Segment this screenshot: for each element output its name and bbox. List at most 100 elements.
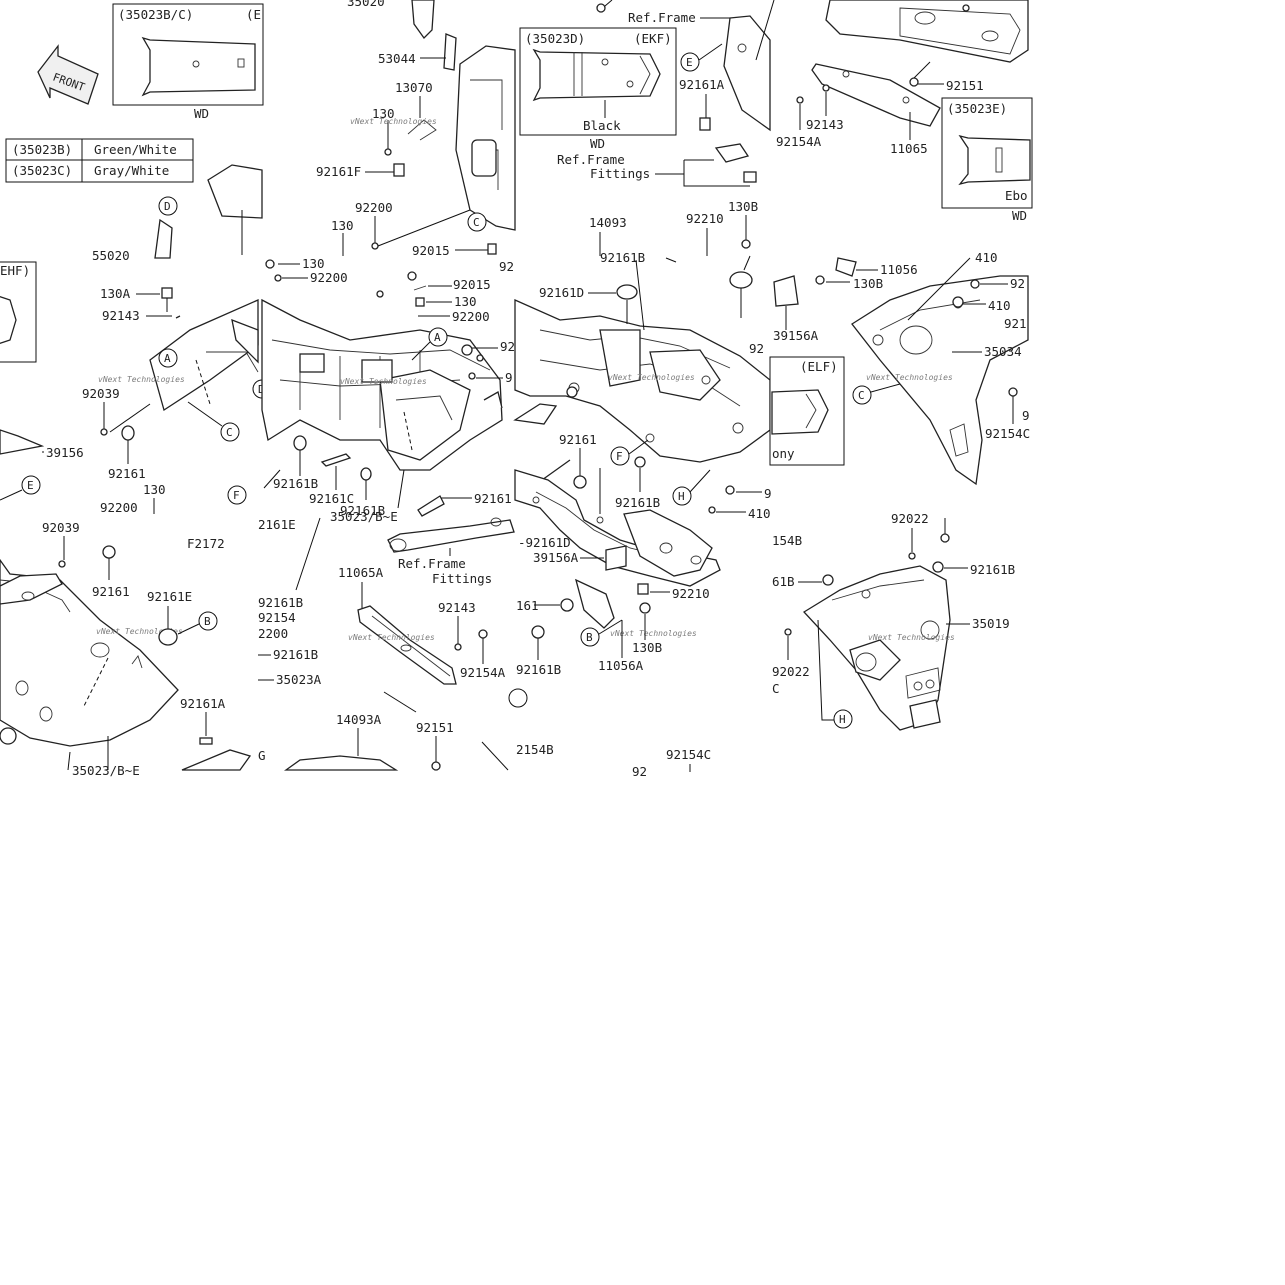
part-92143-c: 92143: [438, 600, 476, 615]
part-92161b-t11: 92161B: [516, 662, 561, 677]
part-2200: 2200: [258, 626, 288, 641]
inset-region: (E: [246, 7, 261, 22]
callout-c2-label: C: [226, 426, 233, 439]
inset-color: ony: [772, 446, 795, 461]
callout-a: [158, 348, 178, 368]
part-92161b-t3b: 92161B: [615, 495, 660, 510]
part-92161-mid: 92161: [474, 491, 512, 506]
part-92161b-t12: 92161B: [970, 562, 1015, 577]
part-92154c: 92154C: [985, 426, 1030, 441]
callout-g: [508, 688, 528, 708]
callout-a-2: [428, 327, 448, 347]
part-11065: 11065: [890, 141, 928, 156]
part-921: 921: [1004, 316, 1027, 331]
color-code-1: (35023B): [12, 142, 72, 157]
watermark-3: vNext Technologies: [340, 377, 427, 386]
part-130b-3: 130B: [632, 640, 662, 655]
part-92161c: 92161C: [309, 491, 354, 506]
part-11056: 11056: [880, 262, 918, 277]
part-92161b-t3: 92161B: [600, 250, 645, 265]
ref-frame-3: Ref.Frame: [398, 556, 466, 571]
part-61b: 61B: [772, 574, 795, 589]
part-92154a-b: 92154A: [460, 665, 506, 680]
part-14093a: 14093A: [336, 712, 382, 727]
part-35023be: 35023/B~E: [330, 509, 398, 524]
color-name-2: Gray/White: [94, 163, 169, 178]
part-92154a: 92154A: [776, 134, 822, 149]
callout-b: [198, 611, 218, 631]
part-92015-b: 92015: [453, 277, 491, 292]
part-35020: 35020: [347, 0, 385, 9]
part-39156: 39156: [46, 445, 84, 460]
inset-region: EHF): [0, 263, 30, 278]
inset-region: (EKF): [634, 31, 672, 46]
part-92161a-b: 92161A: [180, 696, 226, 711]
part-130-e: 130: [454, 294, 477, 309]
part-92-frag: 92: [499, 259, 514, 274]
seat-pad: [207, 164, 263, 219]
part-9-k: 9: [1022, 408, 1030, 423]
part-92161f: 92161F: [316, 164, 361, 179]
part-55020: 55020: [92, 248, 130, 263]
inset-sub: WD: [194, 106, 209, 121]
callout-a2-label: A: [434, 331, 441, 344]
part-39156a-b: 39156A: [533, 550, 579, 565]
part-410-c: 410: [748, 506, 771, 521]
callout-h-label: H: [678, 490, 685, 503]
part-92151: 92151: [946, 78, 984, 93]
callout-h-2: [833, 709, 853, 729]
part-92161d-b: -92161D: [518, 535, 571, 550]
watermark-7: vNext Technologies: [348, 633, 435, 642]
callout-b-label: B: [204, 615, 211, 628]
watermark-8: vNext Technologies: [610, 629, 697, 638]
part-92200-c: 92200: [310, 270, 348, 285]
part-410: 410: [975, 250, 998, 265]
part-130a: 130A: [100, 286, 131, 301]
part-92151-b: 92151: [416, 720, 454, 735]
part-53044: 53044: [378, 51, 416, 66]
part-92200-b: 92200: [100, 500, 138, 515]
callout-c3-label: C: [858, 389, 865, 402]
part-14093: 14093: [589, 215, 627, 230]
part-130-c: 130: [143, 482, 166, 497]
part-92161-t9: 92161: [92, 584, 130, 599]
inset-35023bc: (35023B/C) (E WD: [112, 3, 264, 121]
watermark-6: vNext Technologies: [96, 627, 183, 636]
part-154b: 154B: [772, 533, 802, 548]
part-92022-b: 92022: [772, 664, 810, 679]
part-92-h: 92: [749, 341, 764, 356]
part-92154: 92154: [258, 610, 296, 625]
inset-elf: (ELF) ony: [769, 356, 845, 466]
part-2161e: 2161E: [258, 517, 296, 532]
part-92200-d: 92200: [452, 309, 490, 324]
fittings-2: Fittings: [590, 166, 650, 181]
part-92-m: 92: [632, 764, 647, 779]
part-92143: 92143: [806, 117, 844, 132]
inset-35023d: (35023D) (EKF) Black: [519, 27, 677, 136]
color-table: (35023B) Green/White (35023C) Gray/White: [5, 138, 194, 183]
callout-e2-label: E: [27, 479, 34, 492]
callout-d2-label: D: [258, 383, 265, 396]
part-92200: 92200: [355, 200, 393, 215]
part-92161: 92161: [108, 466, 146, 481]
watermark-4: vNext Technologies: [608, 373, 695, 382]
callout-e-2: [21, 475, 41, 495]
inset-ehf: EHF): [0, 261, 37, 363]
color-code-2: (35023C): [12, 163, 72, 178]
part-c-frag: C: [772, 681, 780, 696]
part-35034: 35034: [984, 344, 1022, 359]
front-arrow: FRONT: [37, 44, 99, 105]
callout-f2-label: F: [616, 450, 623, 463]
inset-code: (35023D): [525, 31, 585, 46]
part-2154b: 2154B: [516, 742, 554, 757]
callout-g-frag: G: [258, 748, 266, 763]
part-130-b: 130: [331, 218, 354, 233]
part-92161b-t10b: 92161B: [273, 647, 318, 662]
part-130-d: 130: [302, 256, 325, 271]
part-35023a: 35023A: [276, 672, 322, 687]
part-92154c-b: 92154C: [666, 747, 711, 762]
watermark-2: vNext Technologies: [98, 375, 185, 384]
inset-color: Black: [583, 118, 621, 133]
callout-c-3: [852, 385, 872, 405]
part-92161b-2: 92161B: [340, 503, 385, 518]
